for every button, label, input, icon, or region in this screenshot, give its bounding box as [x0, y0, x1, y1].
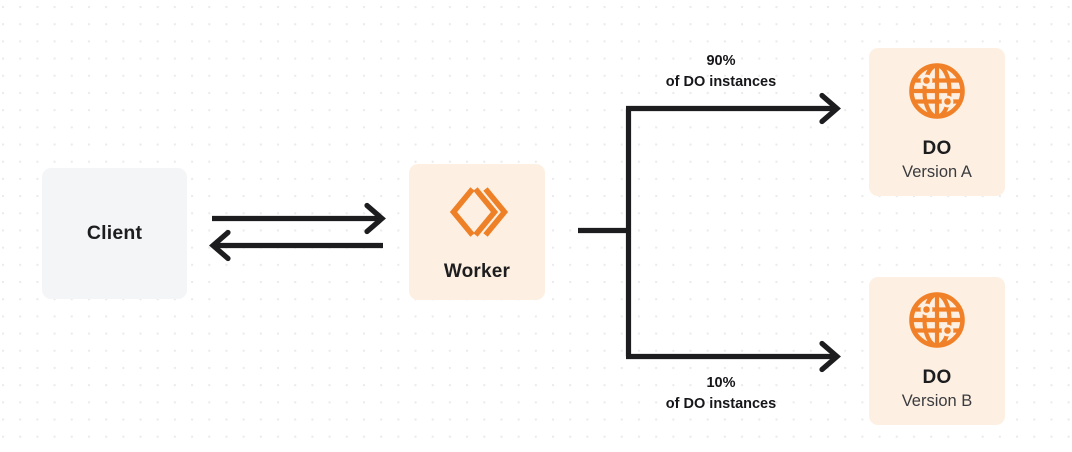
arrow-worker-to-client — [209, 229, 383, 262]
node-client-label: Client — [86, 222, 143, 245]
node-worker-label: Worker — [443, 261, 511, 283]
edge-label-percent: 90% — [706, 53, 736, 69]
globe-icon — [907, 61, 967, 126]
arrow-worker-to-do-a — [626, 92, 841, 125]
node-do-a-label: DO — [922, 138, 952, 160]
edge-label-do-b: 10% of DO instances — [596, 373, 846, 415]
node-do-b-label: DO — [922, 367, 952, 389]
node-worker[interactable]: Worker — [409, 164, 545, 300]
cloudflare-workers-icon — [446, 181, 509, 248]
node-client[interactable]: Client — [42, 168, 187, 299]
edge-label-do-a: 90% of DO instances — [596, 51, 846, 93]
branch-bus — [578, 108, 632, 357]
edge-label-percent: 10% — [706, 375, 736, 391]
arrow-worker-to-do-b — [626, 340, 841, 373]
node-do-a-sublabel: Version A — [902, 163, 972, 182]
edge-label-description: of DO instances — [665, 396, 777, 413]
node-do-version-b[interactable]: DO Version B — [869, 277, 1005, 425]
node-do-b-sublabel: Version B — [901, 392, 973, 411]
globe-icon — [907, 290, 967, 355]
node-do-version-a[interactable]: DO Version A — [869, 48, 1005, 196]
arrow-client-to-worker — [212, 202, 386, 235]
edge-label-description: of DO instances — [665, 74, 777, 91]
